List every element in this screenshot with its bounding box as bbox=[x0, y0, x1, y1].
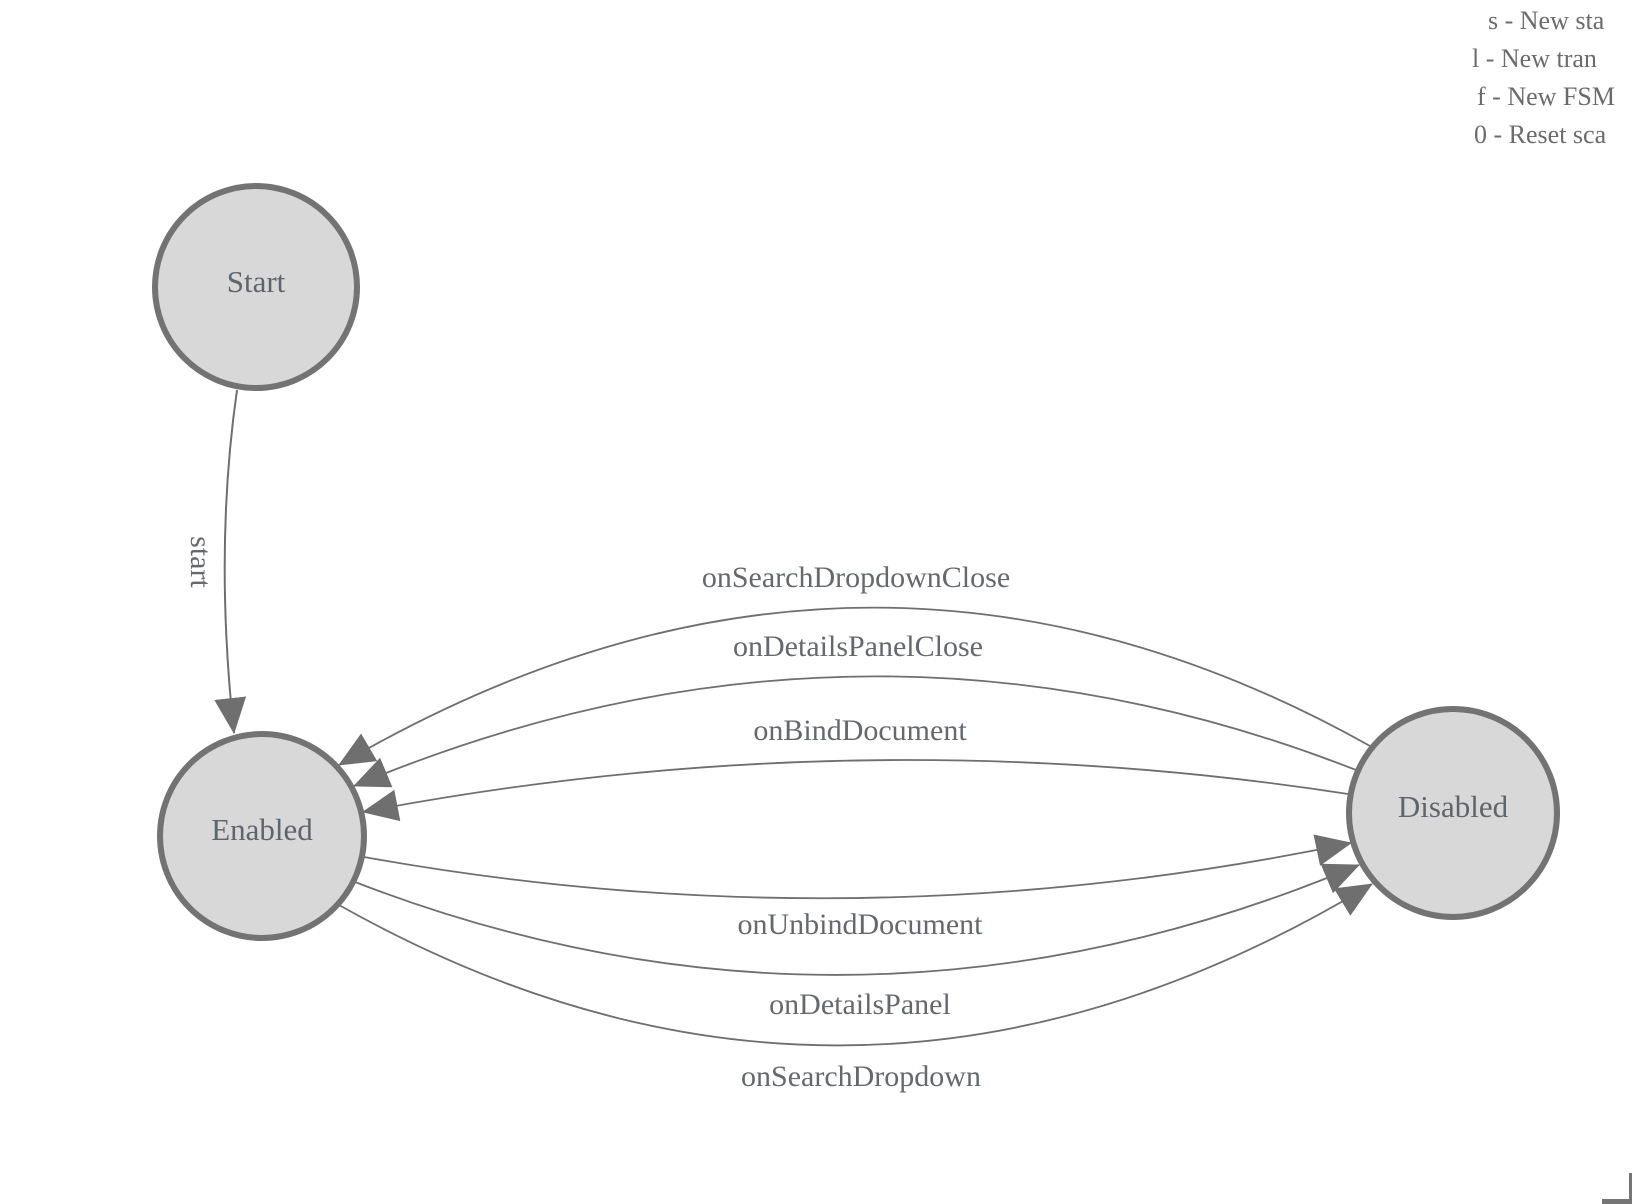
edge-onSearchDropdown[interactable] bbox=[338, 883, 1373, 1047]
state-node-disabled[interactable] bbox=[1346, 706, 1560, 920]
edge-label-onDetailsPanel[interactable]: onDetailsPanel bbox=[769, 988, 951, 1021]
edge-onSearchDropdownClose[interactable] bbox=[338, 606, 1371, 766]
edge-label-onDetailsPanelClose[interactable]: onDetailsPanelClose bbox=[733, 630, 983, 663]
edge-label-onSearchDropdownClose[interactable]: onSearchDropdownClose bbox=[701, 561, 1011, 594]
edge-label-onSearchDropdown[interactable]: onSearchDropdown bbox=[741, 1060, 981, 1093]
state-node-start[interactable] bbox=[152, 183, 360, 391]
legend-line-new-transition: l - New tran bbox=[1472, 44, 1597, 73]
edge-onUnbindDocument[interactable] bbox=[363, 834, 1352, 900]
edge-label-onUnbindDocument[interactable]: onUnbindDocument bbox=[737, 908, 983, 941]
legend-line-new-state: s - New sta bbox=[1488, 6, 1605, 35]
edge-label-onBindDocument[interactable]: onBindDocument bbox=[753, 714, 967, 747]
legend-line-new-fsm: f - New FSM bbox=[1477, 82, 1615, 111]
clipped-corner-element bbox=[1602, 1173, 1632, 1204]
shortcut-legend: s - New sta l - New tran f - New FSM 0 -… bbox=[1472, 2, 1615, 154]
edge-start-to-enabled[interactable] bbox=[214, 389, 247, 734]
legend-line-reset-scale: 0 - Reset sca bbox=[1474, 120, 1607, 149]
edge-onBindDocument[interactable] bbox=[362, 759, 1349, 822]
edge-label-start[interactable]: start bbox=[184, 536, 217, 588]
edge-onDetailsPanelClose[interactable] bbox=[353, 675, 1357, 788]
state-node-enabled[interactable] bbox=[157, 731, 367, 941]
edge-onDetailsPanel[interactable] bbox=[354, 863, 1360, 976]
